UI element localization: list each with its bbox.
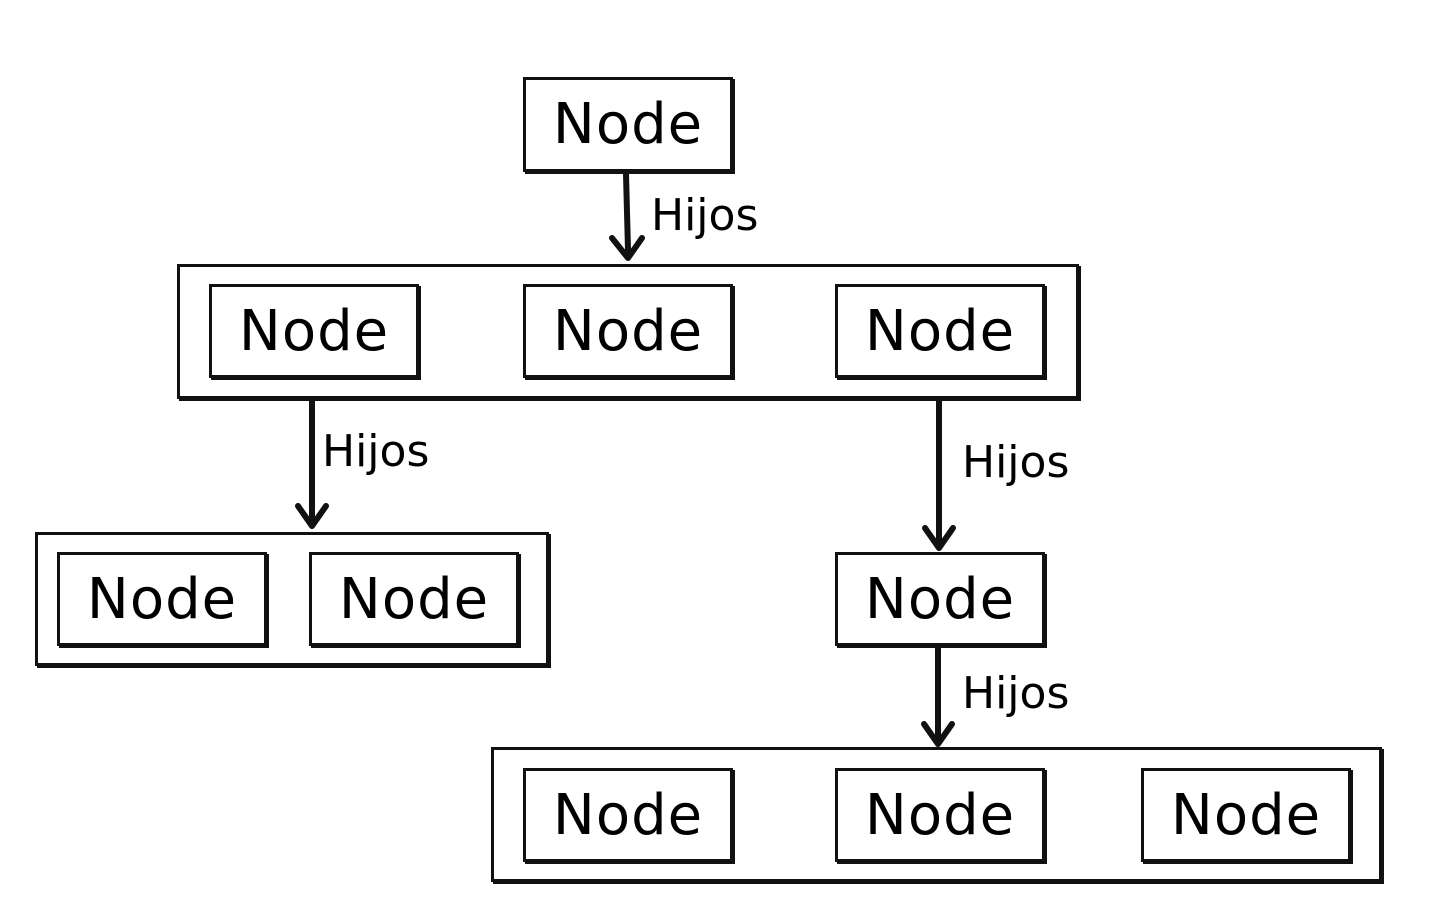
node-label: Node xyxy=(552,92,704,157)
edge-label-root-to-level1: Hijos xyxy=(651,190,759,241)
level3-node-1: Node xyxy=(523,768,733,862)
edge-arrow-level2-right-to-level3 xyxy=(921,643,955,747)
root-node: Node xyxy=(523,77,733,172)
node-label: Node xyxy=(86,566,238,632)
edge-arrow-root-to-level1 xyxy=(609,171,645,261)
level2-right-node: Node xyxy=(835,552,1045,646)
node-label: Node xyxy=(552,782,704,848)
level2-left-node-2: Node xyxy=(309,552,519,646)
node-label: Node xyxy=(552,298,704,364)
edge-arrow-level1-left-to-level2-left xyxy=(295,375,329,529)
level1-node-2: Node xyxy=(523,284,733,378)
level3-node-2: Node xyxy=(835,768,1045,862)
edge-label-level2-right-to-level3: Hijos xyxy=(962,668,1070,719)
level1-node-3: Node xyxy=(835,284,1045,378)
node-label: Node xyxy=(864,298,1016,364)
node-label: Node xyxy=(864,566,1016,632)
edge-label-level1-left-to-level2-left: Hijos xyxy=(322,426,430,477)
node-label: Node xyxy=(864,782,1016,848)
node-label: Node xyxy=(338,566,490,632)
edge-label-level1-right-to-level2-right: Hijos xyxy=(962,437,1070,488)
edge-arrow-level1-right-to-level2-right xyxy=(922,375,956,551)
node-label: Node xyxy=(1170,782,1322,848)
node-label: Node xyxy=(238,298,390,364)
level3-node-3: Node xyxy=(1141,768,1351,862)
level2-left-node-1: Node xyxy=(57,552,267,646)
level1-node-1: Node xyxy=(209,284,419,378)
